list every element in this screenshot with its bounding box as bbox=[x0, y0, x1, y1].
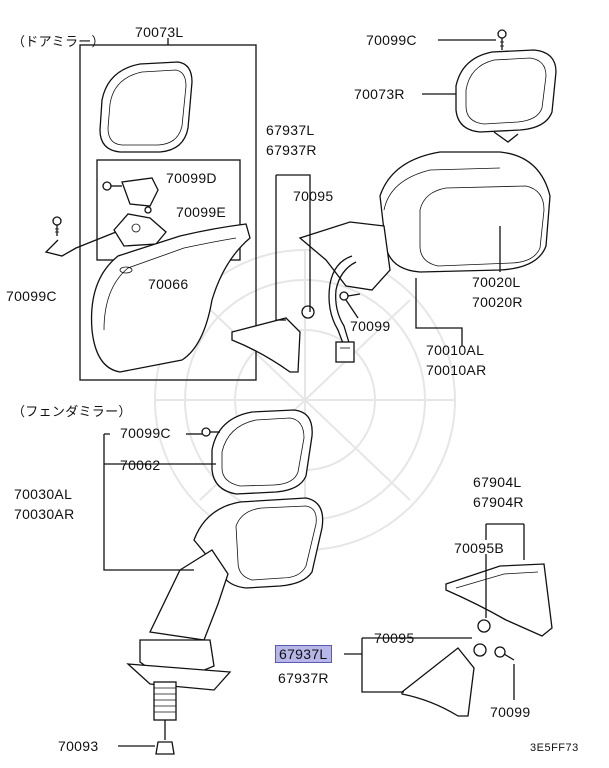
part-label-70095-bot[interactable]: 70095 bbox=[374, 630, 415, 646]
diagram-code: 3E5FF73 bbox=[530, 742, 579, 754]
part-label-70062[interactable]: 70062 bbox=[120, 457, 161, 473]
leader-70030A bbox=[103, 433, 216, 571]
part-label-70030AR[interactable]: 70030AR bbox=[14, 506, 75, 522]
part-label-67904L[interactable]: 67904L bbox=[473, 474, 522, 490]
part-label-70020R[interactable]: 70020R bbox=[472, 294, 523, 310]
mirror-housing-70066 bbox=[90, 223, 251, 373]
part-label-70095-top[interactable]: 70095 bbox=[293, 188, 334, 204]
leader-70010A bbox=[415, 278, 463, 346]
part-label-70095B[interactable]: 70095B bbox=[454, 540, 505, 556]
part-label-70010AR[interactable]: 70010AR bbox=[426, 362, 487, 378]
part-label-70099C-fender[interactable]: 70099C bbox=[120, 425, 171, 441]
part-label-70030AL[interactable]: 70030AL bbox=[14, 486, 73, 502]
part-label-67937R-bot[interactable]: 67937R bbox=[278, 670, 329, 686]
part-label-70066[interactable]: 70066 bbox=[148, 276, 189, 292]
part-label-70073R[interactable]: 70073R bbox=[354, 86, 405, 102]
leader-67904 bbox=[485, 523, 525, 560]
part-label-67937R-top[interactable]: 67937R bbox=[266, 142, 317, 158]
mirror-glass-70062 bbox=[211, 409, 313, 495]
screw-70099-bot bbox=[494, 646, 515, 661]
section-title-door-mirror: （ドアミラー） bbox=[12, 34, 105, 49]
mirror-glass-70073L bbox=[99, 61, 193, 153]
bracket-70099E bbox=[113, 206, 167, 247]
leader-67937-bot bbox=[361, 637, 472, 693]
leader-70099-mid bbox=[345, 299, 359, 319]
screw-70099C-left bbox=[52, 216, 62, 236]
part-label-70073L[interactable]: 70073L bbox=[135, 24, 184, 40]
cover-67937-bot bbox=[401, 647, 475, 717]
cover-67937-top bbox=[231, 317, 301, 373]
section-title-fender-mirror: （フェンダミラー） bbox=[12, 404, 132, 419]
leader-67937-top bbox=[275, 174, 311, 321]
screw-70099C-top bbox=[497, 29, 507, 50]
cover-67904 bbox=[445, 563, 553, 637]
wire-harness bbox=[328, 255, 357, 363]
leader-70099C-left bbox=[44, 231, 117, 257]
part-label-70099D[interactable]: 70099D bbox=[166, 170, 217, 186]
spring-stud-70093 bbox=[153, 681, 177, 755]
part-label-67937L-top[interactable]: 67937L bbox=[266, 122, 315, 138]
part-label-67937L-bot[interactable]: 67937L bbox=[275, 645, 332, 663]
bracket-70099D bbox=[102, 177, 159, 207]
mirror-assembly-70010A bbox=[298, 151, 551, 291]
grommet-70095-top bbox=[301, 305, 315, 319]
mirror-glass-70073R bbox=[455, 49, 557, 143]
part-label-70020L[interactable]: 70020L bbox=[472, 274, 521, 290]
part-label-70010AL[interactable]: 70010AL bbox=[426, 342, 485, 358]
screw-70099-mid bbox=[339, 291, 361, 301]
part-label-70099C-top[interactable]: 70099C bbox=[366, 32, 417, 48]
grommet-70095B bbox=[477, 619, 491, 633]
part-label-70099E[interactable]: 70099E bbox=[176, 204, 227, 220]
part-label-67904R[interactable]: 67904R bbox=[473, 494, 524, 510]
screw-70099C-fender bbox=[201, 427, 220, 437]
part-label-70099-mid[interactable]: 70099 bbox=[350, 318, 391, 334]
part-label-70093[interactable]: 70093 bbox=[58, 738, 99, 754]
part-label-70099C-left[interactable]: 70099C bbox=[6, 288, 57, 304]
part-label-70099-bot[interactable]: 70099 bbox=[490, 704, 531, 720]
grommet-70095-bot bbox=[473, 643, 487, 657]
